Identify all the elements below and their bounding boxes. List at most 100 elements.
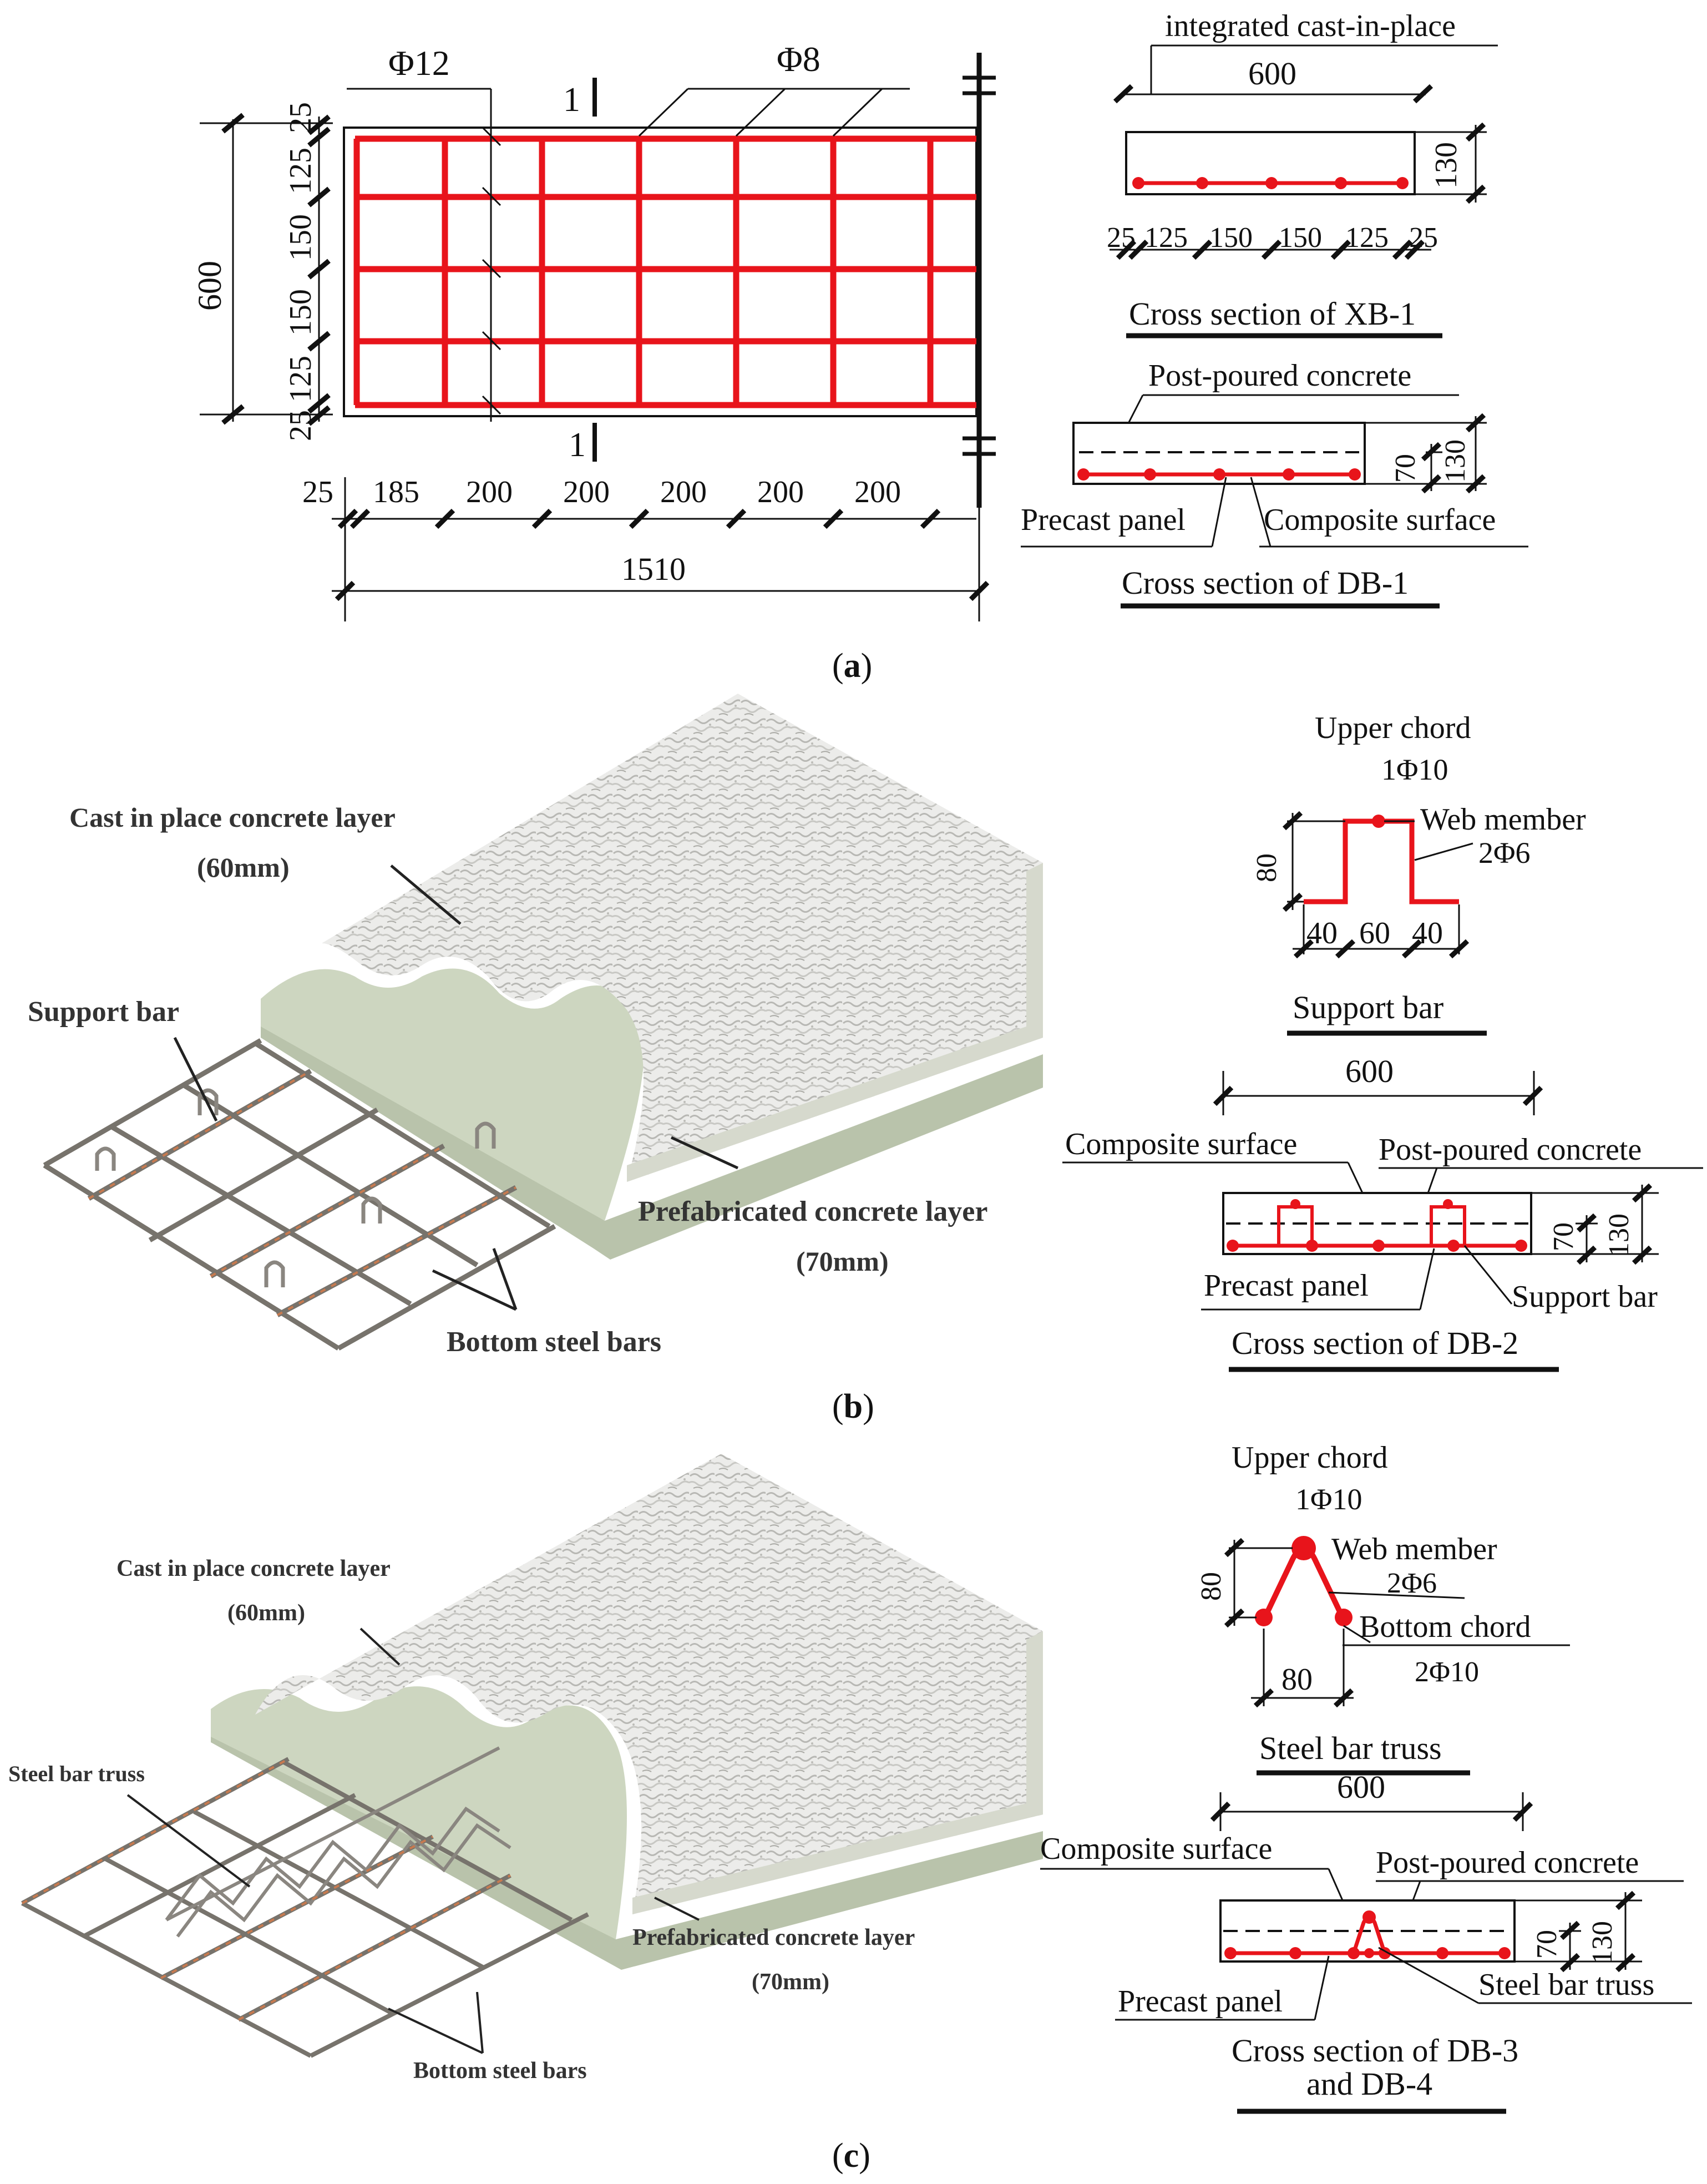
render-b (43, 694, 1043, 1351)
db2-rebar-dots (1227, 1199, 1527, 1252)
render-b-cast-top (322, 694, 1043, 1182)
panel-c-caption-letter: c (844, 2137, 859, 2175)
truss-web-bar: 2Φ6 (1387, 1568, 1437, 1599)
truss-detail: Upper chord 1Φ10 Web member 2Φ6 Bottom c… (1196, 1440, 1570, 1776)
support-web-bar: 2Φ6 (1478, 836, 1530, 869)
support-dim-1: 60 (1359, 916, 1390, 951)
db2-dim-70: 70 (1548, 1222, 1579, 1251)
dim-left-1: 125 (283, 148, 318, 194)
truss-top-dot (1291, 1536, 1316, 1560)
render-c-prefab-side (211, 1709, 1043, 1970)
db34-title-line1: Cross section of DB-3 (1232, 2033, 1518, 2069)
render-c (21, 1454, 1043, 2058)
truss-web-member: Web member (1331, 1532, 1497, 1566)
render-c-bottom-label: Bottom steel bars (413, 2058, 587, 2084)
truss-bottom-dot-left (1255, 1609, 1273, 1626)
db1-dim-130: 130 (1440, 439, 1471, 483)
xb1-dim-0: 25 (1107, 222, 1136, 254)
db34-dim-70: 70 (1531, 1930, 1563, 1959)
render-c-truss (165, 1746, 511, 1938)
dim-bottom-2: 200 (466, 475, 513, 509)
render-b-cast-thickness: (60mm) (197, 852, 290, 883)
dim-bottom-0: 25 (302, 475, 333, 509)
render-c-cast-side (632, 1631, 1043, 1914)
render-c-cast-label: Cast in place concrete layer (116, 1556, 391, 1581)
support-dim-80: 80 (1251, 853, 1283, 882)
support-upper-chord: Upper chord (1315, 711, 1471, 745)
render-c-truss-label: Steel bar truss (8, 1761, 145, 1786)
render-b-support-label: Support bar (28, 996, 179, 1028)
dim-bottom-4: 200 (660, 475, 707, 509)
dim-bottom-6: 200 (854, 475, 901, 509)
render-c-prefab-thickness: (70mm) (752, 1969, 829, 1995)
db1-label-post: Post-poured concrete (1148, 358, 1411, 393)
db2-dim-width: 600 (1345, 1053, 1394, 1089)
section-mark-bottom: 1 (569, 426, 586, 464)
db2-dim-130: 130 (1603, 1214, 1635, 1257)
dim-height (200, 113, 333, 425)
dim-left (307, 114, 331, 426)
panel-c-caption: (c) (832, 2137, 870, 2175)
panel-c: Cast in place concrete layer (60mm) Stee… (8, 1440, 1692, 2175)
truss-upper-chord: Upper chord (1232, 1440, 1387, 1475)
render-b-cast-label: Cast in place concrete layer (69, 802, 396, 833)
db34-dim-width: 600 (1337, 1769, 1385, 1805)
xb1-title: Cross section of XB-1 (1129, 296, 1416, 332)
render-c-rust (22, 1758, 511, 2021)
xb1-dim-height: 130 (1429, 142, 1463, 189)
xb1-dim-3: 150 (1279, 222, 1322, 254)
db34-rebar-dots (1224, 1910, 1511, 1959)
render-c-cast-top (255, 1454, 1043, 1914)
db2-label-precast: Precast panel (1204, 1268, 1369, 1303)
phi8-label: Φ8 (777, 39, 820, 79)
dim-left-5: 25 (283, 410, 318, 441)
truss-upper-bar: 1Φ10 (1295, 1483, 1362, 1516)
support-dim-0: 40 (1306, 916, 1338, 951)
render-c-prefab-top (211, 1686, 627, 1939)
panel-a: Φ12 Φ8 1 1 600 (191, 9, 1528, 685)
render-b-prefab-label: Prefabricated concrete layer (638, 1196, 987, 1227)
support-upper-bar: 1Φ10 (1381, 753, 1448, 786)
section-mark-top: 1 (563, 81, 580, 119)
render-b-leaders (173, 865, 739, 1311)
db34-label-composite: Composite surface (1040, 1832, 1272, 1866)
slab-plan: Φ12 Φ8 1 1 600 (191, 39, 996, 621)
phi12-ticks (482, 127, 502, 415)
support-detail: Upper chord 1Φ10 Web member 2Φ6 (1251, 711, 1586, 1036)
xb1-section: integrated cast-in-place 600 (1107, 9, 1498, 338)
dim-bottom-3: 200 (563, 475, 610, 509)
db1-label-composite: Composite surface (1264, 503, 1496, 537)
dim-bottom (332, 477, 990, 621)
xb1-dim-4: 125 (1345, 222, 1389, 254)
dim-left-4: 125 (283, 356, 318, 402)
db1-dim-70: 70 (1390, 454, 1421, 483)
db34-title-line2: and DB-4 (1306, 2066, 1432, 2102)
xb1-dim-5: 25 (1409, 222, 1438, 254)
render-b-prefab-thickness: (70mm) (796, 1246, 889, 1277)
render-b-rust (88, 1070, 516, 1316)
db34-section: 600 Composite surface Post-poured concre… (1040, 1769, 1692, 2114)
db2-label-post: Post-poured concrete (1379, 1133, 1642, 1167)
break-marks (963, 75, 996, 456)
phi12-leader (347, 88, 492, 422)
support-top-dot (1372, 815, 1385, 828)
xb1-dim-1: 125 (1144, 222, 1188, 254)
phi12-label: Φ12 (388, 43, 450, 83)
db1-label-precast: Precast panel (1021, 503, 1186, 537)
truss-bottom-bar: 2Φ10 (1415, 1656, 1479, 1688)
support-title: Support bar (1293, 989, 1443, 1025)
panel-b: Cast in place concrete layer (60mm) Supp… (28, 694, 1703, 1425)
render-c-prefab-label: Prefabricated concrete layer (632, 1925, 915, 1950)
render-b-prefab-side (261, 999, 1043, 1260)
render-c-cast-thickness: (60mm) (227, 1600, 305, 1626)
dim-height-label: 600 (191, 261, 228, 311)
render-b-bottom-label: Bottom steel bars (447, 1326, 661, 1358)
truss-dim-80-w: 80 (1281, 1662, 1313, 1697)
render-b-prefab-top (261, 968, 645, 1221)
xb1-dim-2: 150 (1209, 222, 1253, 254)
dim-left-3: 150 (283, 289, 318, 336)
db34-dim-130: 130 (1587, 1921, 1618, 1964)
dim-left-2: 150 (283, 214, 318, 261)
db34-label-precast: Precast panel (1118, 1984, 1283, 2019)
db2-label-support: Support bar (1512, 1280, 1658, 1314)
